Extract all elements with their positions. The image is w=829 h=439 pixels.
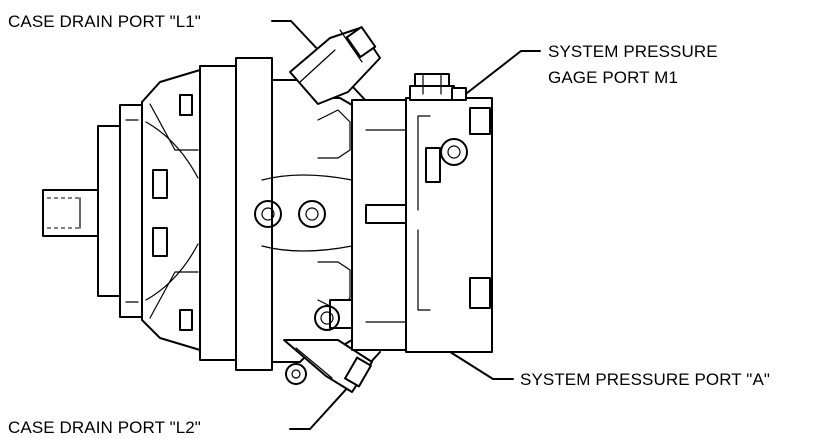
- port-block: [405, 97, 493, 353]
- leader-system-pressure-gage: [457, 50, 541, 101]
- main-flange: [199, 57, 273, 371]
- label-system-pressure-gage-line2: GAGE PORT M1: [548, 68, 678, 87]
- case-drain-l1-fitting: [289, 26, 381, 105]
- gage-port-m1-plug: [409, 73, 467, 101]
- label-system-pressure-port-a: SYSTEM PRESSURE PORT "A": [520, 370, 771, 389]
- label-case-drain-l2: CASE DRAIN PORT "L2": [8, 418, 201, 437]
- case-drain-l2-fitting: [283, 339, 373, 393]
- end-cap: [351, 99, 407, 351]
- bell-housing: [141, 69, 201, 351]
- leader-system-pressure-port-a: [446, 349, 514, 380]
- label-case-drain-l1: CASE DRAIN PORT "L1": [8, 12, 201, 31]
- mounting-flange: [97, 104, 143, 318]
- input-shaft: [42, 189, 100, 237]
- label-system-pressure-gage-line1: SYSTEM PRESSURE: [548, 42, 718, 61]
